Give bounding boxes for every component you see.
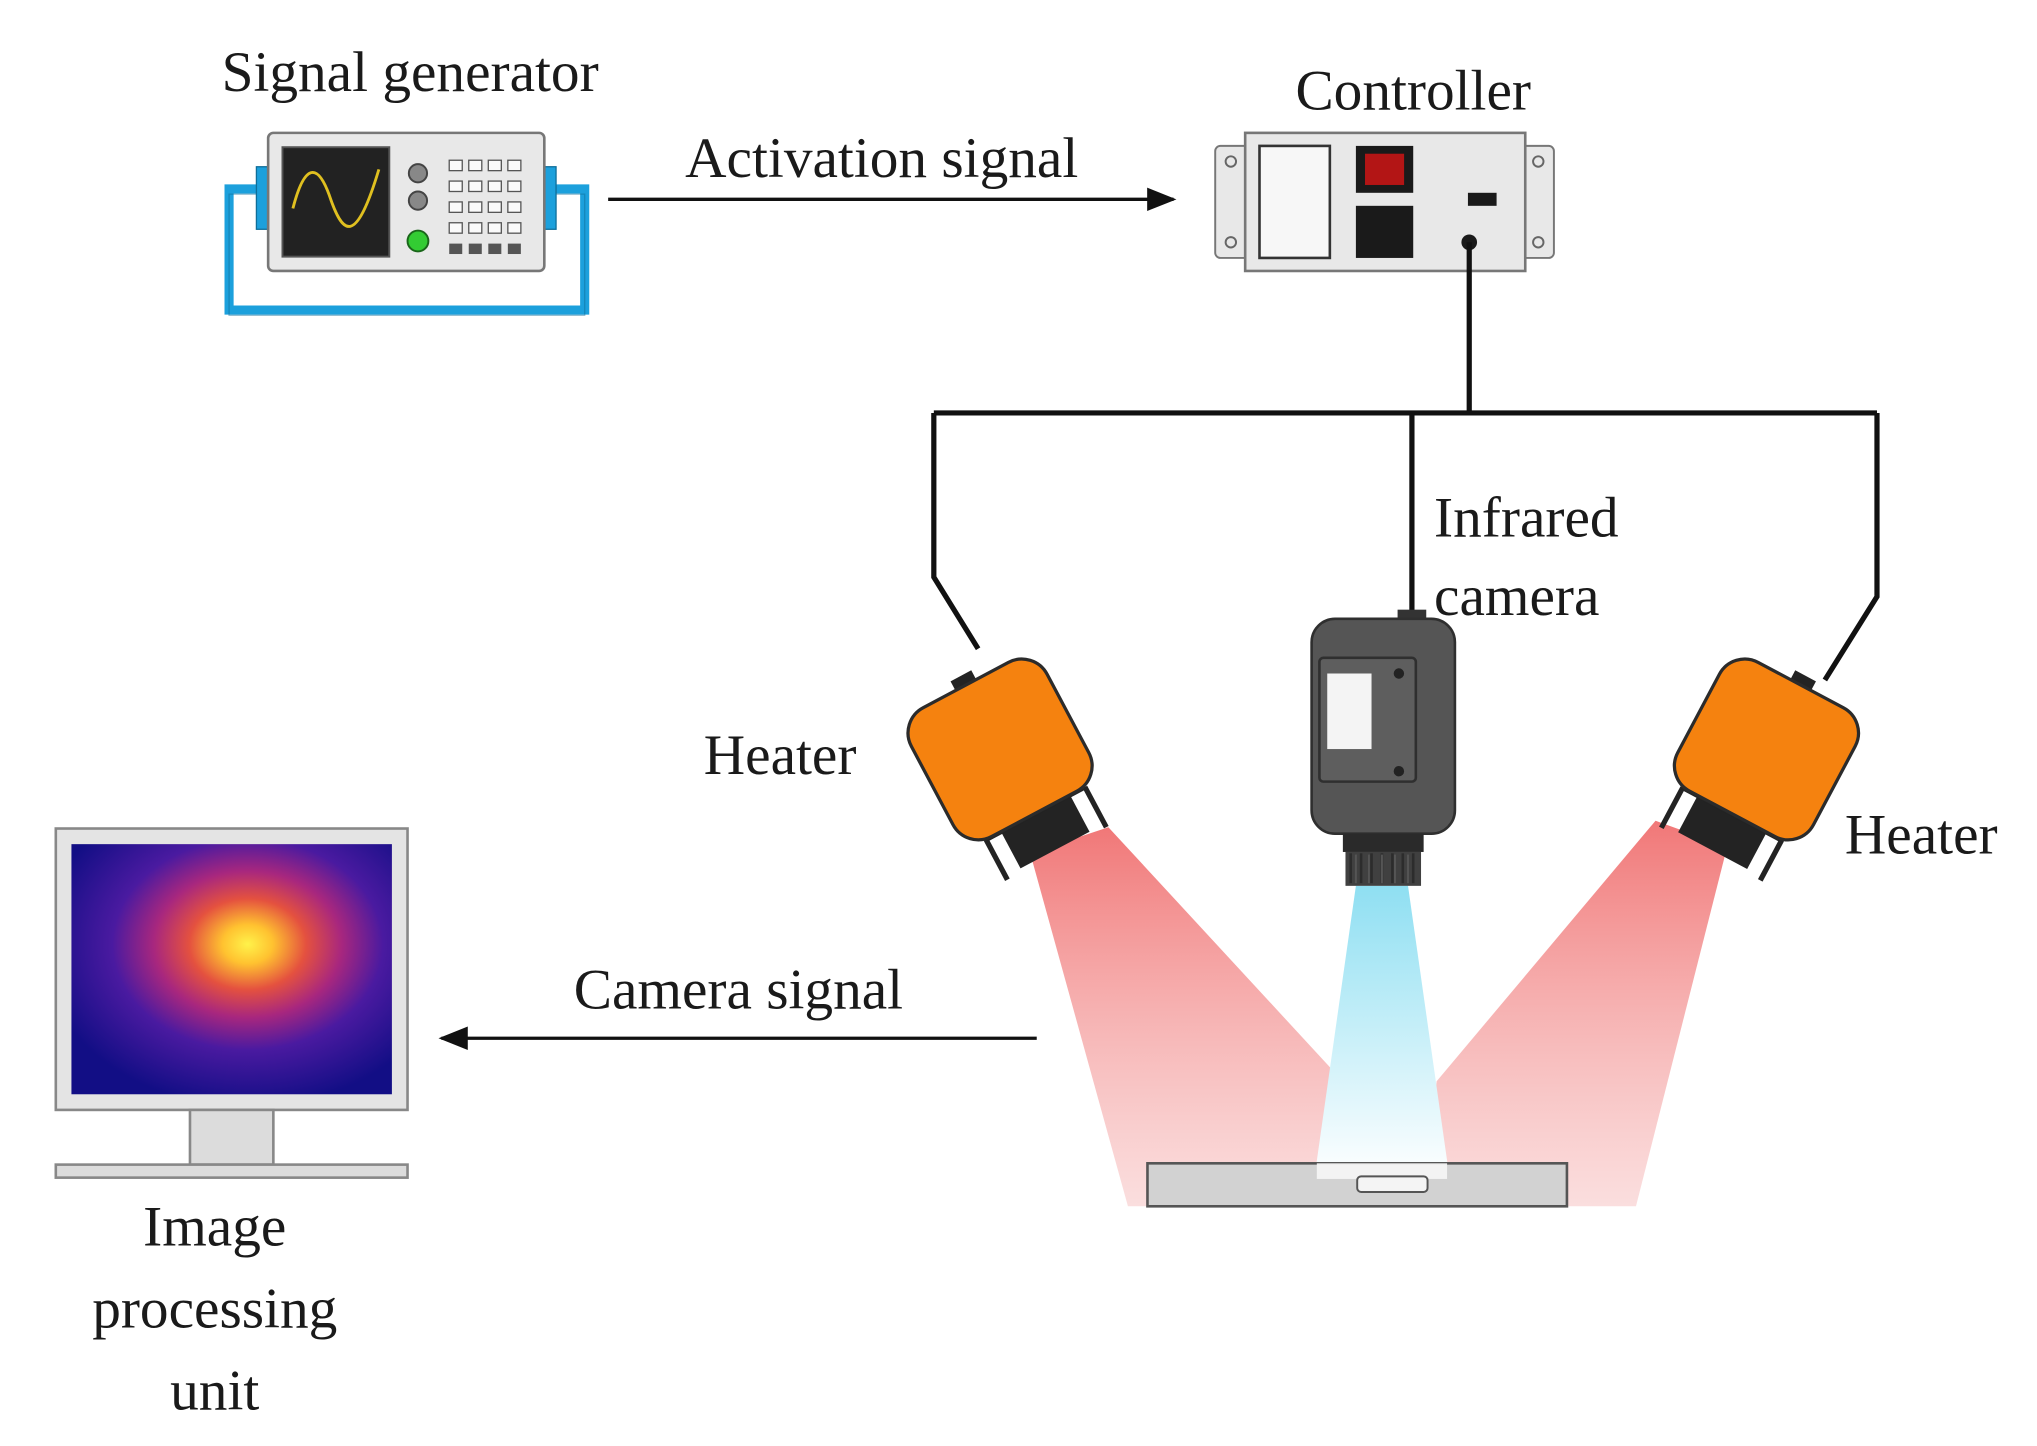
camera-signal-connector: Camera signal [438,958,1037,1050]
heat-radiation-left [1030,827,1363,1207]
infrared-camera: Infrared camera [1310,487,1619,886]
signal-generator-icon [224,131,590,316]
camera-signal-label: Camera signal [574,958,903,1021]
activation-signal-label: Activation signal [685,127,1078,190]
heater-right-label: Heater [1845,803,1998,866]
signal-generator-label: Signal generator [222,41,599,104]
controller-wiring [931,242,1880,682]
heater-right: Heater [1659,657,1998,882]
heater-lamp-icon [906,657,1109,882]
monitor-icon [54,827,409,1179]
specimen-plate-icon [1146,1162,1569,1208]
processing-unit-label-line2: processing [92,1277,337,1340]
heater-left: Heater [704,657,1109,882]
signal-generator: Signal generator [222,41,599,316]
infrared-view-cone [1314,885,1450,1179]
activation-signal-connector: Activation signal [608,127,1177,212]
controller: Controller [1214,59,1555,273]
processing-unit-label-line1: Image [143,1195,286,1258]
controller-label: Controller [1295,59,1531,122]
infrared-camera-label-line1: Infrared [1434,487,1618,550]
image-processing-unit: Image processing unit [54,827,409,1423]
controller-icon [1214,131,1555,273]
thermal-image [71,844,392,1095]
heater-left-label: Heater [704,724,857,787]
heater-lamp-icon [1659,657,1861,882]
infrared-camera-icon [1310,609,1457,886]
heat-radiation-right [1421,820,1728,1207]
processing-unit-label-line3: unit [170,1360,259,1423]
infrared-camera-label-line2: camera [1434,565,1599,628]
